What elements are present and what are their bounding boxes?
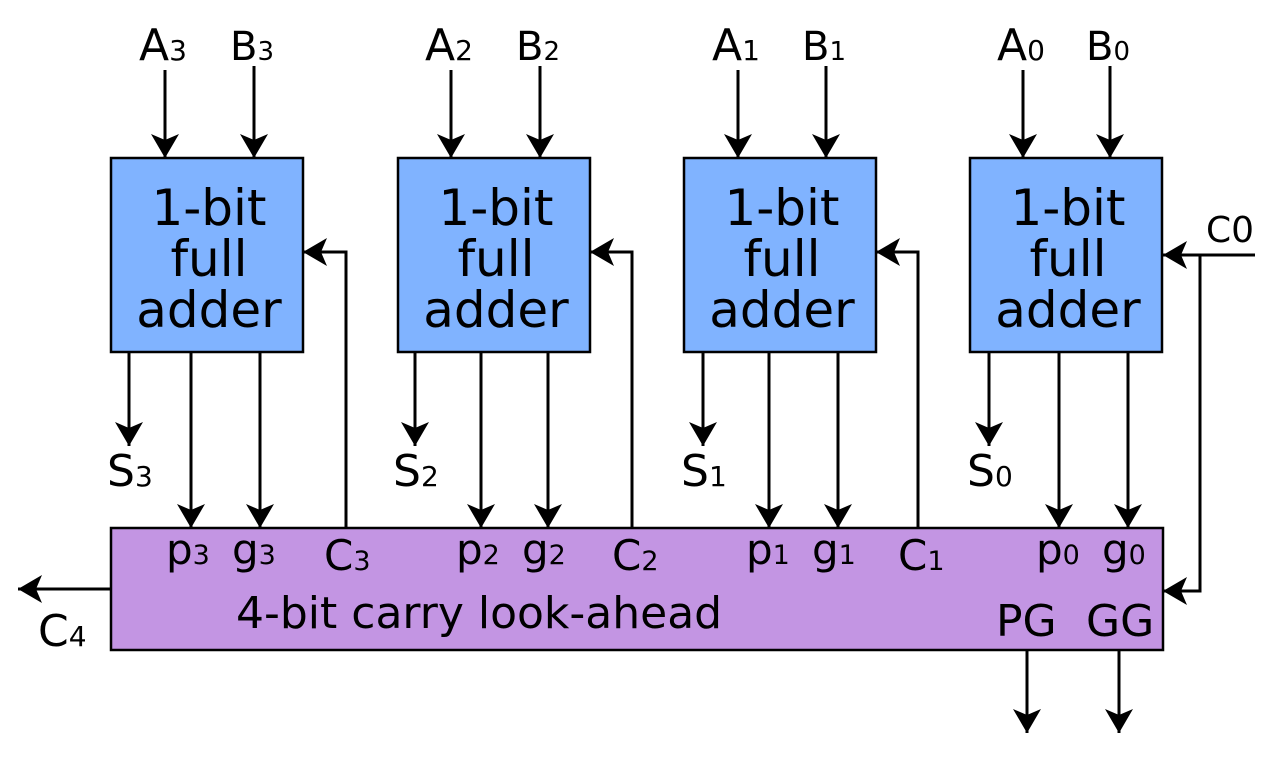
sum-output-label: S3 (107, 446, 153, 497)
input-a-label: A2 (425, 20, 473, 71)
wires (115, 66, 1142, 528)
full-adder-box (968, 156, 1164, 354)
pg-output-label: PG (996, 596, 1057, 647)
cla-port-p1-label: p1 (746, 525, 790, 574)
input-b-label: B2 (516, 24, 560, 70)
cla-port-g2-label: g2 (522, 525, 566, 574)
carry-out-label: C4 (38, 606, 87, 657)
full-adder-box (109, 156, 305, 354)
cla-port-g3-label: g3 (232, 525, 276, 574)
full-adder-label-line: 1-bit (438, 179, 553, 237)
cla-port-p3-label: p3 (166, 525, 210, 574)
carry-in-to-cla-wire (1163, 255, 1202, 605)
full-adder-label-line: adder (995, 281, 1141, 339)
sum-output-label: S1 (681, 446, 727, 497)
cla-title: 4-bit carry look-ahead (236, 588, 722, 639)
full-adder-box (682, 156, 878, 354)
cla-port-p0-label: p0 (1036, 525, 1080, 574)
carry-lookahead-unit (109, 526, 1165, 652)
cla-port-g0-label: g0 (1102, 525, 1146, 574)
input-a-label: A3 (139, 20, 187, 71)
full-adder-label-line: full (457, 230, 534, 288)
input-b-label: B1 (802, 24, 846, 70)
cla-ports: p3 g3 C3 p2 g2 C2 p1 g1 C1 p0 g0 (166, 525, 1146, 580)
cla-port-p2-label: p2 (456, 525, 500, 574)
full-adder-label-line: adder (423, 281, 569, 339)
cla-port-C2-label: C2 (612, 531, 659, 580)
carry-in-wire (303, 238, 348, 528)
cla-port-C3-label: C3 (324, 531, 371, 580)
sum-output-label: S2 (393, 446, 439, 497)
full-adder-label-line: full (743, 230, 820, 288)
full-adder-label-line: adder (136, 281, 282, 339)
input-a-label: A0 (997, 20, 1045, 71)
cla-port-g1-label: g1 (812, 525, 856, 574)
carry-in-label: C0 (1206, 210, 1254, 251)
full-adder-box (396, 156, 592, 354)
full-adder-label-line: 1-bit (1010, 179, 1125, 237)
input-b-label: B3 (230, 24, 274, 70)
input-a-label: A1 (712, 20, 760, 71)
full-adder-label-line: 1-bit (724, 179, 839, 237)
cla-port-C1-label: C1 (898, 531, 945, 580)
full-adder-label-line: full (1029, 230, 1106, 288)
carry-in-wire (876, 238, 920, 528)
sum-output-label: S0 (967, 446, 1013, 497)
full-adder-label-line: adder (709, 281, 855, 339)
full-adder-label-line: 1-bit (151, 179, 266, 237)
gg-output-label: GG (1086, 596, 1154, 647)
carry-in-wire (590, 238, 634, 528)
input-b-label: B0 (1086, 24, 1130, 70)
full-adder-label-line: full (170, 230, 247, 288)
